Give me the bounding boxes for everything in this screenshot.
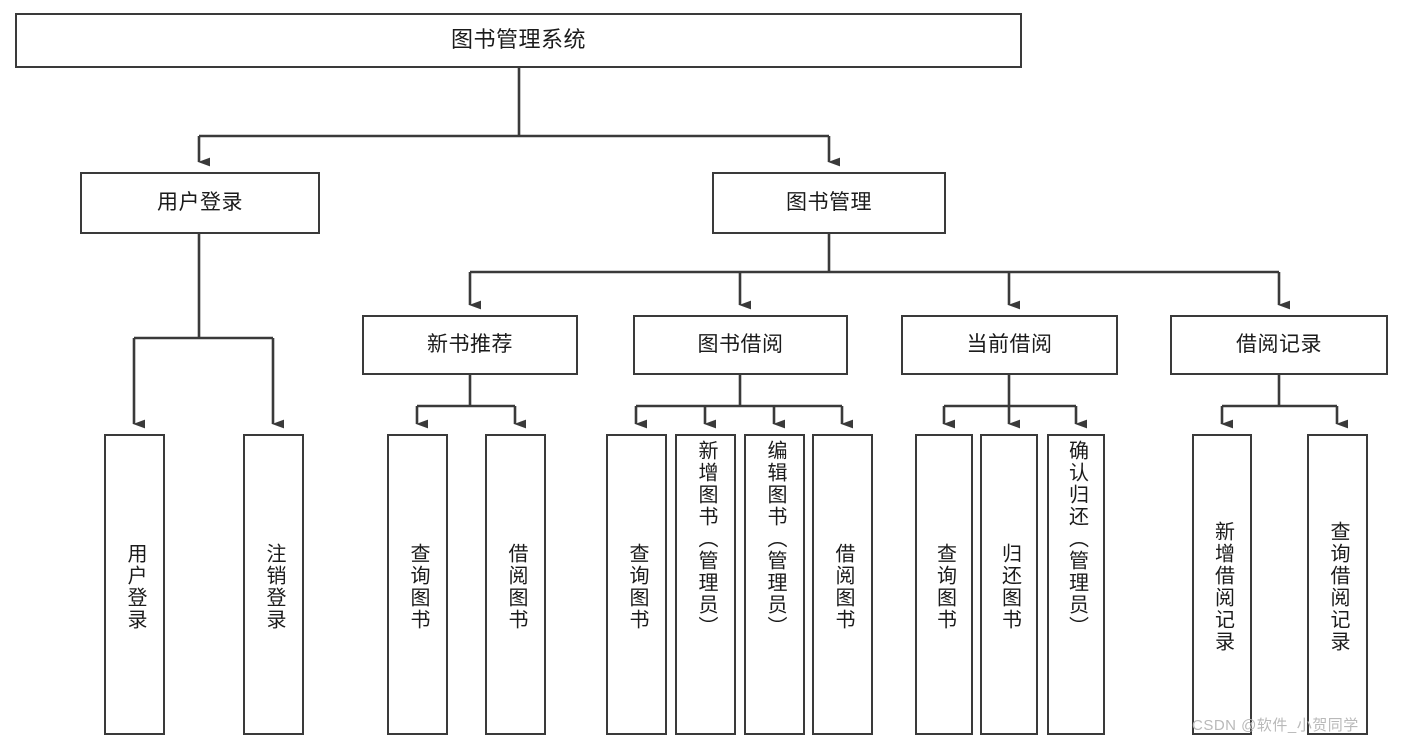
leaf-label: 确认归还（管理员） [1065,440,1088,638]
node-new-book-recommendation[interactable]: 新书推荐 [362,315,578,375]
leaf-label: 查询借阅记录 [1327,520,1349,653]
leaf-label: 借阅图书 [832,542,854,631]
leaf-return-book[interactable]: 归还图书 [980,434,1038,735]
watermark-text: CSDN @软件_小贺同学 [1192,717,1359,734]
node-root[interactable]: 图书管理系统 [15,13,1022,68]
leaf-label: 新增图书（管理员） [695,440,717,638]
leaf-label: 查询图书 [626,542,648,631]
leaf-label: 查询图书 [933,542,956,631]
leaf-label: 编辑图书（管理员） [764,440,786,638]
leaf-add-book-admin[interactable]: 新增图书（管理员） [675,434,736,735]
leaf-query-book-borrow[interactable]: 查询图书 [606,434,667,735]
leaf-borrow-book[interactable]: 借阅图书 [812,434,873,735]
leaf-label: 借阅图书 [505,542,527,631]
leaf-query-book-recommend[interactable]: 查询图书 [387,434,448,735]
leaf-query-book-current[interactable]: 查询图书 [915,434,973,735]
leaf-add-borrow-record[interactable]: 新增借阅记录 [1192,434,1252,735]
node-user-login[interactable]: 用户登录 [80,172,320,234]
leaf-confirm-return-admin[interactable]: 确认归还（管理员） [1047,434,1105,735]
leaf-label: 归还图书 [998,542,1021,631]
leaf-label: 用户登录 [124,542,146,631]
leaf-label: 注销登录 [263,542,285,631]
leaf-edit-book-admin[interactable]: 编辑图书（管理员） [744,434,805,735]
leaf-logout[interactable]: 注销登录 [243,434,304,735]
leaf-borrow-book-recommend[interactable]: 借阅图书 [485,434,546,735]
node-book-management[interactable]: 图书管理 [712,172,946,234]
leaf-query-borrow-record[interactable]: 查询借阅记录 [1307,434,1368,735]
leaf-user-login[interactable]: 用户登录 [104,434,165,735]
leaf-label: 新增借阅记录 [1211,520,1234,653]
leaf-label: 查询图书 [407,542,429,631]
node-current-borrow[interactable]: 当前借阅 [901,315,1118,375]
node-borrow-record[interactable]: 借阅记录 [1170,315,1388,375]
node-book-borrow[interactable]: 图书借阅 [633,315,848,375]
